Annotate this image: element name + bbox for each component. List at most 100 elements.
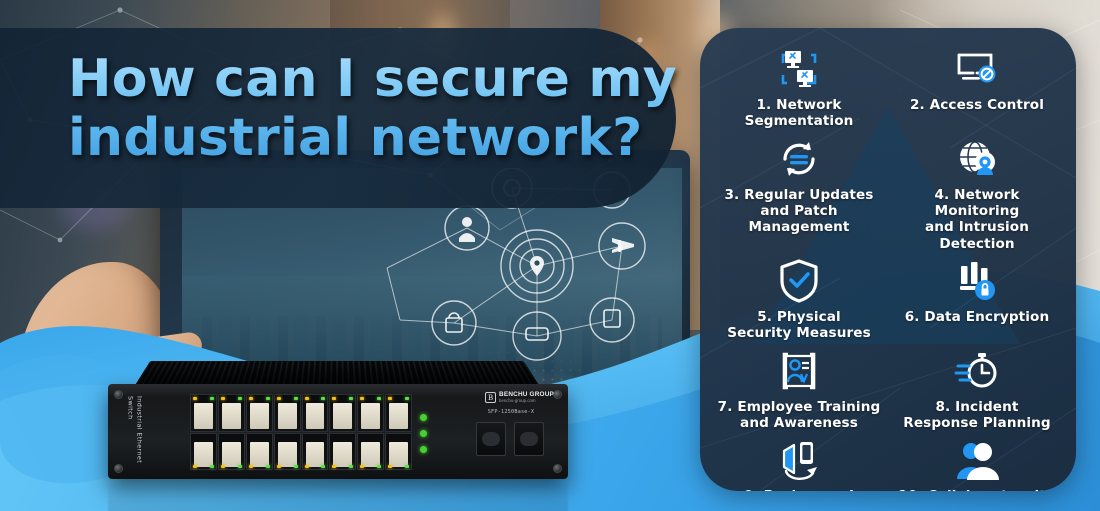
tip-label-line-2: Security Measures [727, 325, 871, 342]
data-encryption-icon [955, 258, 999, 304]
port-led-amber [332, 464, 337, 468]
tip-label: 6. Data Encryption [904, 308, 1050, 325]
port-led-green [349, 396, 354, 400]
tips-card: 1. Network Segmentation 2. Access Contro… [700, 28, 1076, 491]
rj45-port [329, 432, 357, 470]
rj45-port [273, 394, 301, 432]
access-control-icon [954, 46, 1000, 92]
status-led-group [420, 414, 436, 462]
port-led-amber [360, 464, 365, 468]
port-led-green [349, 464, 354, 468]
port-led-amber [276, 464, 281, 468]
tip-item-1[interactable]: 1. Network Segmentation [710, 40, 888, 130]
brand-website: benchu-group.com [499, 397, 536, 403]
rj45-port [329, 394, 357, 432]
port-led-green [321, 396, 326, 400]
tip-label-line-1: 4. Network Monitoring [934, 186, 1020, 219]
tip-label-line-1: 3. Regular Updates [724, 186, 874, 203]
tip-item-10[interactable]: 10. Collaborate with ITand OT Teams [888, 431, 1066, 491]
port-led-amber [220, 464, 225, 468]
link-led [420, 446, 427, 453]
port-led-amber [332, 396, 337, 400]
switch-reflection [108, 480, 568, 511]
port-led-green [293, 396, 298, 400]
port-led-amber [388, 396, 393, 400]
rj45-port [245, 432, 273, 470]
headline-panel [0, 28, 676, 208]
rj45-port [190, 394, 217, 432]
screw [114, 390, 123, 399]
tip-label: 2. Access Control [909, 97, 1045, 113]
backup-recovery-icon [776, 437, 822, 483]
port-led-green [377, 396, 382, 400]
port-led-amber [248, 464, 253, 468]
sys-led [420, 414, 427, 421]
port-led-green [209, 396, 214, 400]
port-led-green [377, 464, 382, 468]
port-led-amber [304, 464, 309, 468]
sfp-port [476, 422, 506, 456]
rj45-port [385, 432, 412, 470]
stopwatch-icon [954, 348, 1000, 394]
port-led-amber [304, 396, 309, 400]
tips-grid: 1. Network Segmentation 2. Access Contro… [700, 28, 1076, 491]
port-led-green [237, 464, 242, 468]
headline-line-1: How can I secure my [68, 49, 677, 109]
brand-name: BENCHU GROUP [499, 391, 554, 399]
team-people-icon [953, 437, 1001, 483]
port-led-amber [193, 396, 197, 400]
card-line-pattern [700, 28, 1076, 491]
port-led-amber [220, 396, 225, 400]
pwr-led [420, 430, 427, 437]
rj45-port [217, 394, 245, 432]
rj45-port [301, 394, 329, 432]
screw [114, 464, 123, 473]
headline-line-2: industrial network? [68, 108, 643, 169]
port-led-green [209, 464, 214, 468]
port-led-amber [388, 464, 393, 468]
screw [553, 464, 562, 473]
port-led-amber [276, 396, 281, 400]
tip-label-line-1: 5. Physical [757, 308, 841, 325]
rj45-port [385, 394, 412, 432]
tip-label-line-1: 8. Incident [935, 398, 1019, 415]
brand-mark-icon: B [485, 392, 497, 403]
tip-label: 10. Collaborate with ITand OT Teams [888, 488, 1066, 491]
screw [553, 390, 562, 399]
sfp-port-group: SFP-1250Base-X [476, 409, 546, 464]
port-led-amber [248, 396, 253, 400]
regular-updates-icon [776, 136, 822, 182]
page-title: How can I secure my industrial network? [68, 50, 688, 169]
port-led-green [265, 464, 270, 468]
tip-label: 9. Backup and Recovery [710, 488, 888, 491]
rj45-port [190, 432, 217, 470]
tip-label-line-1: 10. Collaborate with IT [890, 488, 1064, 491]
switch-chassis: Industrial Ethernet Switch B BENCHU GROU… [108, 384, 568, 479]
port-led-green [237, 396, 242, 400]
port-led-amber [360, 396, 365, 400]
tip-label-line-2: and Patch Management [748, 202, 850, 236]
network-monitoring-icon [954, 136, 1000, 182]
tip-item-2[interactable]: 2. Access Control [888, 40, 1066, 130]
port-led-amber [193, 464, 197, 468]
tip-label-line-1: 7. Employee Training [717, 398, 881, 415]
port-led-green [405, 396, 409, 400]
sfp-label: SFP-1250Base-X [487, 409, 535, 415]
tip-item-9[interactable]: 9. Backup and Recovery [710, 431, 888, 491]
tip-label-line-2: Response Planning [903, 414, 1051, 431]
tip-label-line-2: and Intrusion Detection [925, 219, 1029, 252]
rj45-port-block [190, 394, 412, 470]
tip-item-6[interactable]: 6. Data Encryption [888, 252, 1066, 342]
employee-training-icon [778, 348, 820, 394]
sfp-port [514, 422, 544, 456]
